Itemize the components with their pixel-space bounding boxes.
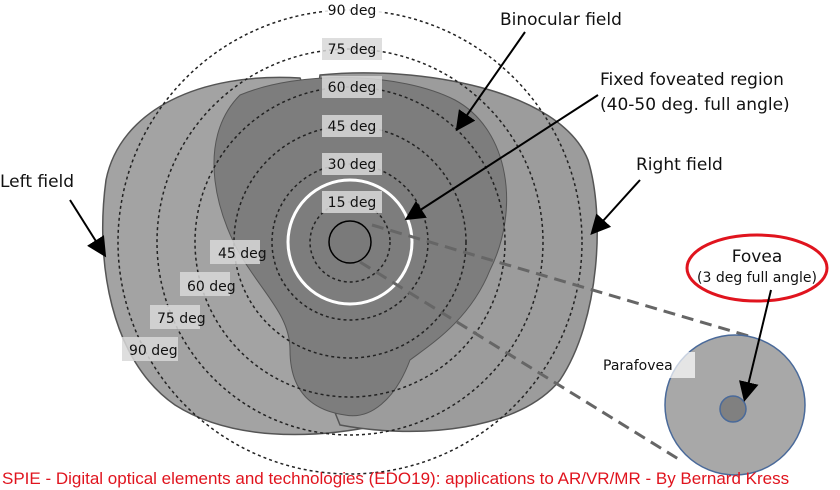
left-label-75: 75 deg — [157, 311, 206, 327]
parafovea-label: Parafovea — [603, 358, 673, 374]
right-field-label: Right field — [636, 155, 723, 175]
fovea-callout — [685, 233, 829, 303]
fovea-label: Fovea — [732, 247, 783, 267]
ring-label-75: 75 deg — [328, 42, 377, 58]
ring-label-30: 30 deg — [328, 157, 377, 173]
center-fovea-circle — [328, 220, 372, 264]
ring-60-deg — [194, 86, 506, 398]
footer-credit: SPIE - Digital optical elements and tech… — [2, 469, 789, 488]
left-label-90: 90 deg — [129, 343, 178, 359]
fovea-circle — [719, 395, 747, 423]
ring-75-deg — [156, 48, 544, 436]
left-label-60: 60 deg — [187, 279, 236, 295]
ring-label-90: 90 deg — [328, 3, 377, 19]
foveated-region-circle — [286, 178, 414, 306]
binocular-field-label: Binocular field — [500, 10, 622, 30]
ring-label-60: 60 deg — [328, 80, 377, 96]
ring-label-15: 15 deg — [328, 195, 377, 211]
foveated-label-1: Fixed foveated region — [600, 70, 784, 90]
fovea-sub-label: (3 deg full angle) — [697, 270, 817, 286]
ring-label-45: 45 deg — [328, 119, 377, 135]
left-label-45: 45 deg — [218, 246, 267, 262]
left-field-label: Left field — [0, 172, 74, 192]
foveated-label-2: (40-50 deg. full angle) — [600, 95, 790, 115]
